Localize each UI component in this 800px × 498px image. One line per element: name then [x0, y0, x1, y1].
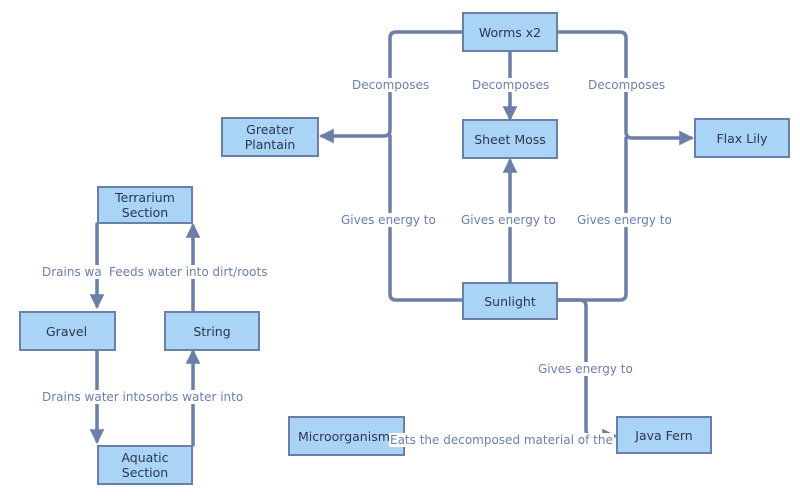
label-terrarium-to-gravel: Drains wa: [41, 265, 103, 279]
node-flax-lily: Flax Lily: [694, 118, 790, 158]
label-worms-to-moss: Decomposes: [471, 78, 551, 92]
node-terrarium-section: Terrarium Section: [97, 186, 193, 224]
node-java-fern: Java Fern: [616, 416, 712, 454]
label-micro-to-fern: Eats the decomposed material of the: [389, 433, 614, 447]
node-sunlight: Sunlight: [462, 282, 558, 320]
node-string: String: [164, 311, 260, 351]
label-aquatic-to-string: sorbs water into: [145, 390, 245, 404]
label-string-to-terrarium: Feeds water into dirt/roots: [108, 265, 269, 279]
edge-sun-to-flax: [556, 136, 628, 302]
label-sun-to-fern: Gives energy to: [537, 362, 634, 376]
node-gravel: Gravel: [19, 311, 116, 351]
node-aquatic-section: Aquatic Section: [97, 445, 193, 485]
label-gravel-to-aquatic: Drains water into: [41, 390, 147, 404]
node-sheet-moss: Sheet Moss: [462, 119, 558, 159]
node-worms: Worms x2: [462, 12, 558, 52]
label-worms-to-flax: Decomposes: [587, 78, 667, 92]
label-worms-to-plantain: Decomposes: [351, 78, 431, 92]
label-sun-to-plantain: Gives energy to: [340, 213, 437, 227]
label-sun-to-moss: Gives energy to: [460, 213, 557, 227]
node-greater-plantain: Greater Plantain: [221, 117, 319, 157]
node-microorganisms: Microorganisms: [288, 416, 405, 456]
edge-sun-to-plantain: [388, 134, 464, 302]
label-sun-to-flax: Gives energy to: [576, 213, 673, 227]
